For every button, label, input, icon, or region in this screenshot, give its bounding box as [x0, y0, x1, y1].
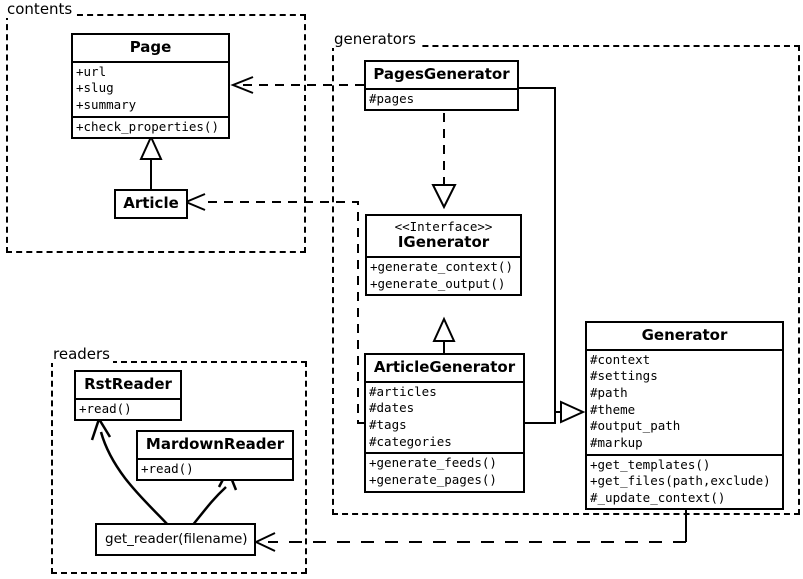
class-igenerator-stereotype: <<Interface>> [394, 219, 493, 234]
class-igenerator[interactable]: <<Interface>> IGenerator +generate_conte… [365, 214, 522, 297]
class-get-reader[interactable]: get_reader(filename) [95, 523, 256, 557]
operation-row: +generate_context() [370, 259, 513, 275]
package-generators-label: generators [331, 30, 419, 48]
attribute-row: #dates [369, 400, 415, 416]
attribute-row: +slug [76, 80, 114, 96]
operation-row: +generate_feeds() [369, 455, 497, 471]
operation-row: +check_properties() [76, 118, 219, 134]
attribute-row: #output_path [590, 418, 681, 434]
class-rst-reader-name: RstReader [84, 375, 172, 393]
attribute-row: #pages [369, 90, 415, 106]
class-rst-reader[interactable]: RstReader +read() [74, 370, 182, 422]
package-generators [332, 45, 800, 515]
attribute-row: #theme [590, 401, 636, 417]
operation-row: +generate_pages() [369, 471, 497, 487]
attribute-row: #categories [369, 433, 452, 449]
operation-row: #_update_context() [590, 489, 726, 505]
class-mardown-reader-operations: +read() [138, 457, 292, 480]
class-pages-generator-name: PagesGenerator [373, 65, 510, 83]
package-readers [51, 361, 307, 574]
attribute-row: #path [590, 385, 628, 401]
attribute-row: #markup [590, 434, 643, 450]
class-page[interactable]: Page +url +slug +summary +check_properti… [71, 33, 230, 140]
class-generator-attributes: #context #settings #path #theme #output_… [587, 348, 782, 454]
class-article-generator-name: ArticleGenerator [373, 358, 516, 376]
class-igenerator-name: <<Interface>> IGenerator [367, 216, 520, 256]
class-igenerator-operations: +generate_context() +generate_output() [367, 256, 520, 294]
class-get-reader-name: get_reader(filename) [105, 531, 248, 547]
class-rst-reader-operations: +read() [76, 397, 180, 420]
attribute-row: +summary [76, 97, 137, 113]
operation-row: +read() [141, 460, 194, 476]
package-readers-label: readers [50, 345, 113, 363]
attribute-row: #tags [369, 417, 407, 433]
package-contents [6, 14, 306, 253]
class-article-generator-attributes: #articles #dates #tags #categories [366, 380, 523, 453]
class-article-generator-operations: +generate_feeds() +generate_pages() [366, 452, 523, 490]
attribute-row: #settings [590, 368, 658, 384]
class-mardown-reader-name: MardownReader [145, 435, 285, 453]
attribute-row: #articles [369, 383, 437, 399]
class-generator-operations: +get_templates() +get_files(path,exclude… [587, 453, 782, 509]
operation-row: +get_templates() [590, 456, 711, 472]
class-article-name: Article [123, 194, 179, 212]
class-article[interactable]: Article [114, 189, 188, 219]
class-pages-generator[interactable]: PagesGenerator #pages [364, 60, 519, 112]
attribute-row: #context [590, 351, 651, 367]
class-page-attributes: +url +slug +summary [73, 60, 228, 116]
class-igenerator-title: IGenerator [397, 233, 490, 252]
class-generator-name: Generator [641, 326, 728, 344]
attribute-row: +url [76, 63, 107, 79]
class-pages-generator-attributes: #pages [366, 87, 517, 110]
operation-row: +generate_output() [370, 275, 506, 291]
class-page-name: Page [129, 38, 172, 56]
operation-row: +get_files(path,exclude) [590, 473, 771, 489]
package-contents-label: contents [4, 0, 76, 18]
class-generator[interactable]: Generator #context #settings #path #them… [585, 321, 784, 511]
class-article-generator[interactable]: ArticleGenerator #articles #dates #tags … [364, 353, 525, 493]
class-mardown-reader[interactable]: MardownReader +read() [136, 430, 294, 482]
class-page-operations: +check_properties() [73, 115, 228, 138]
operation-row: +read() [79, 400, 132, 416]
